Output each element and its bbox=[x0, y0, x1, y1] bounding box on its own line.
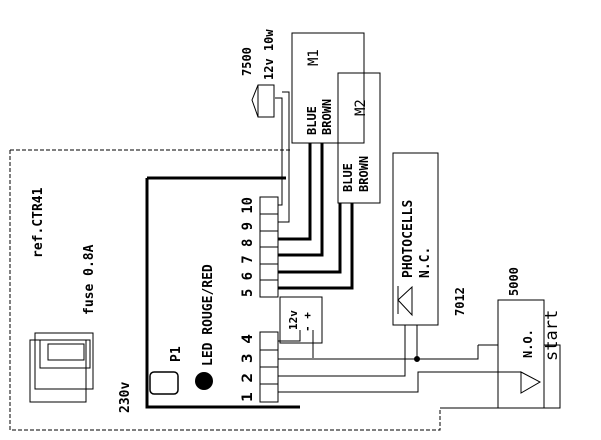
terminals-1-4-label: 1 2 3 4 bbox=[240, 334, 256, 402]
wiring bbox=[275, 91, 561, 409]
m1-label: M1 bbox=[306, 49, 322, 66]
motor-m2-box bbox=[337, 72, 381, 204]
start-button-box bbox=[497, 299, 545, 409]
transformer-component bbox=[29, 332, 94, 403]
photocells-box bbox=[392, 152, 439, 326]
p1-label: P1 bbox=[169, 346, 184, 362]
p1-button bbox=[149, 371, 179, 395]
terminal-block-5-10 bbox=[259, 196, 279, 298]
m1-brown-label: BROWN bbox=[320, 99, 334, 135]
aux-12v-label: 12v bbox=[287, 310, 300, 330]
m2-brown-label: BROWN bbox=[357, 156, 371, 192]
photocell-symbol bbox=[397, 285, 413, 317]
led-indicator bbox=[195, 372, 213, 390]
aux-12v-box bbox=[279, 296, 323, 344]
title-ref: ref.CTR41 bbox=[31, 187, 46, 258]
photocells-label: PHOTOCELLS bbox=[401, 200, 416, 278]
fuse-label: fuse 0.8A bbox=[82, 244, 97, 315]
lamp-ref-label: 7500 bbox=[240, 47, 254, 76]
housing-outline bbox=[9, 149, 441, 431]
supply-label: 230v bbox=[118, 382, 133, 413]
start-switch-symbol bbox=[520, 371, 542, 394]
start-no-label: N.O. bbox=[521, 329, 535, 358]
lamp-voltage-label: 12v 10w bbox=[262, 29, 276, 80]
photocells-ref-label: 7012 bbox=[453, 287, 467, 316]
motor-m1-box bbox=[291, 32, 365, 144]
flashing-lamp bbox=[251, 84, 275, 118]
photocells-nc-label: N.C. bbox=[418, 247, 433, 278]
start-label: start bbox=[542, 310, 562, 361]
terminal-block-1-4 bbox=[259, 331, 279, 403]
start-ref-label: 5000 bbox=[507, 267, 521, 296]
control-board bbox=[145, 176, 300, 409]
m2-label: M2 bbox=[353, 99, 369, 116]
terminals-5-10-label: 5 6 7 8 9 10 bbox=[240, 197, 256, 297]
m1-blue-label: BLUE bbox=[305, 106, 319, 135]
aux-polarity-label: - + bbox=[301, 312, 314, 332]
m2-blue-label: BLUE bbox=[341, 163, 355, 192]
led-label: LED ROUGE/RED bbox=[201, 264, 216, 366]
